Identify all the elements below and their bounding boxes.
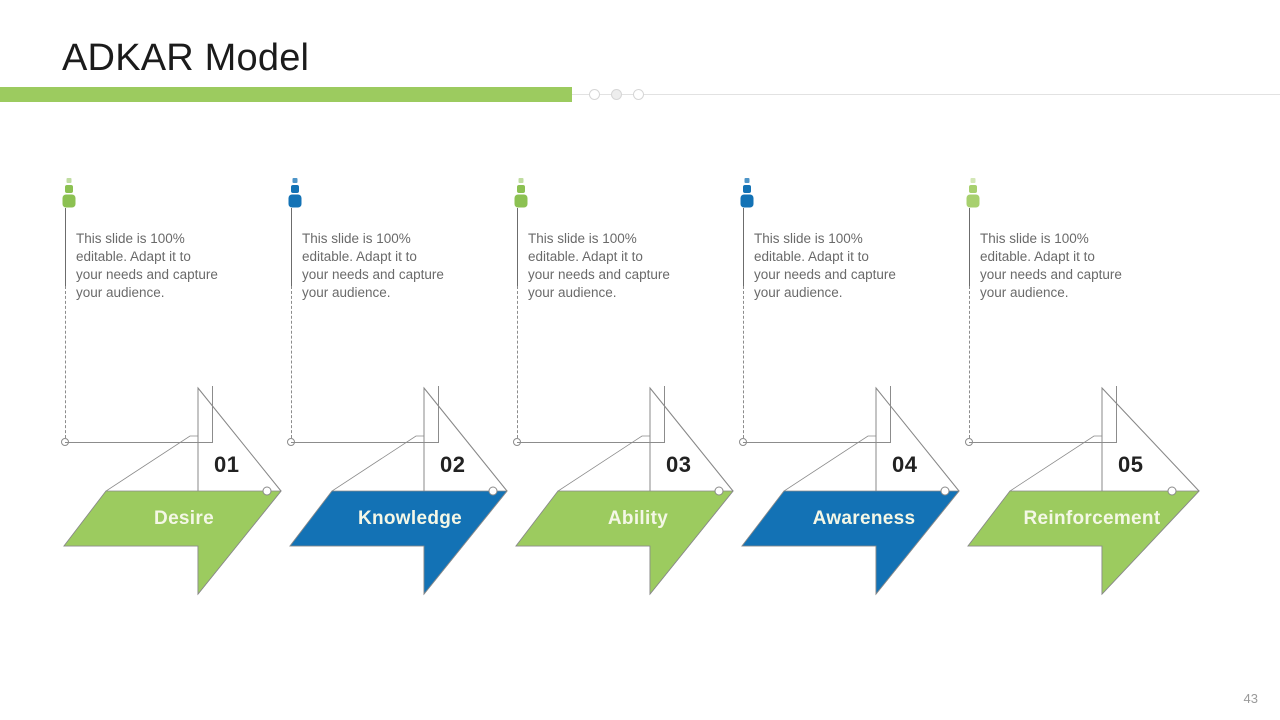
arrow-label-2: Knowledge xyxy=(357,508,463,529)
connector-solid-2 xyxy=(291,208,292,286)
arrow-label-1: Desire xyxy=(154,508,214,529)
person-icon xyxy=(514,178,528,208)
connector-elbow-4 xyxy=(739,386,891,498)
person-icon xyxy=(966,178,980,208)
step-number-3: 03 xyxy=(666,452,692,477)
connector-solid-1 xyxy=(65,208,66,286)
step-body-text-2: This slide is 100% editable. Adapt it to… xyxy=(302,231,444,300)
elbow-vertical-4 xyxy=(890,386,891,443)
connector-elbow-3 xyxy=(513,386,665,498)
page-title: ADKAR Model xyxy=(62,37,310,79)
person-icon xyxy=(740,178,754,208)
step-number-4: 04 xyxy=(892,452,918,477)
step-number-5: 05 xyxy=(1118,452,1144,477)
connector-dashed-2 xyxy=(291,286,292,443)
step-body-text-4: This slide is 100% editable. Adapt it to… xyxy=(754,231,896,300)
title-underline-bar xyxy=(0,87,572,102)
connector-dashed-3 xyxy=(517,286,518,443)
arrow-label-4: Awareness xyxy=(812,508,916,529)
elbow-horizontal-4 xyxy=(743,442,891,443)
decor-dot-3-icon xyxy=(633,89,644,100)
connector-solid-4 xyxy=(743,208,744,286)
elbow-vertical-2 xyxy=(438,386,439,443)
elbow-horizontal-1 xyxy=(65,442,213,443)
header-divider-line xyxy=(572,94,1280,95)
step-body-text-1: This slide is 100% editable. Adapt it to… xyxy=(76,231,218,300)
connector-dashed-4 xyxy=(743,286,744,443)
connector-dashed-5 xyxy=(969,286,970,443)
connector-solid-3 xyxy=(517,208,518,286)
arrow-label-5: Reinforcement xyxy=(1023,508,1161,529)
elbow-vertical-5 xyxy=(1116,386,1117,443)
step-body-text-3: This slide is 100% editable. Adapt it to… xyxy=(528,231,670,300)
connector-elbow-2 xyxy=(287,386,439,498)
person-icon xyxy=(288,178,302,208)
decor-dot-2-icon xyxy=(611,89,622,100)
connector-dashed-1 xyxy=(65,286,66,443)
connector-elbow-5 xyxy=(965,386,1117,498)
arrow-label-3: Ability xyxy=(607,508,669,529)
step-number-1: 01 xyxy=(214,452,240,477)
person-icon xyxy=(62,178,76,208)
page-number: 43 xyxy=(1243,691,1258,706)
connector-elbow-1 xyxy=(61,386,213,498)
elbow-horizontal-5 xyxy=(969,442,1117,443)
elbow-vertical-3 xyxy=(664,386,665,443)
step-body-text-5: This slide is 100% editable. Adapt it to… xyxy=(980,231,1122,300)
elbow-horizontal-2 xyxy=(291,442,439,443)
elbow-horizontal-3 xyxy=(517,442,665,443)
connector-solid-5 xyxy=(969,208,970,286)
step-number-2: 02 xyxy=(440,452,466,477)
elbow-vertical-1 xyxy=(212,386,213,443)
decor-dot-1-icon xyxy=(589,89,600,100)
